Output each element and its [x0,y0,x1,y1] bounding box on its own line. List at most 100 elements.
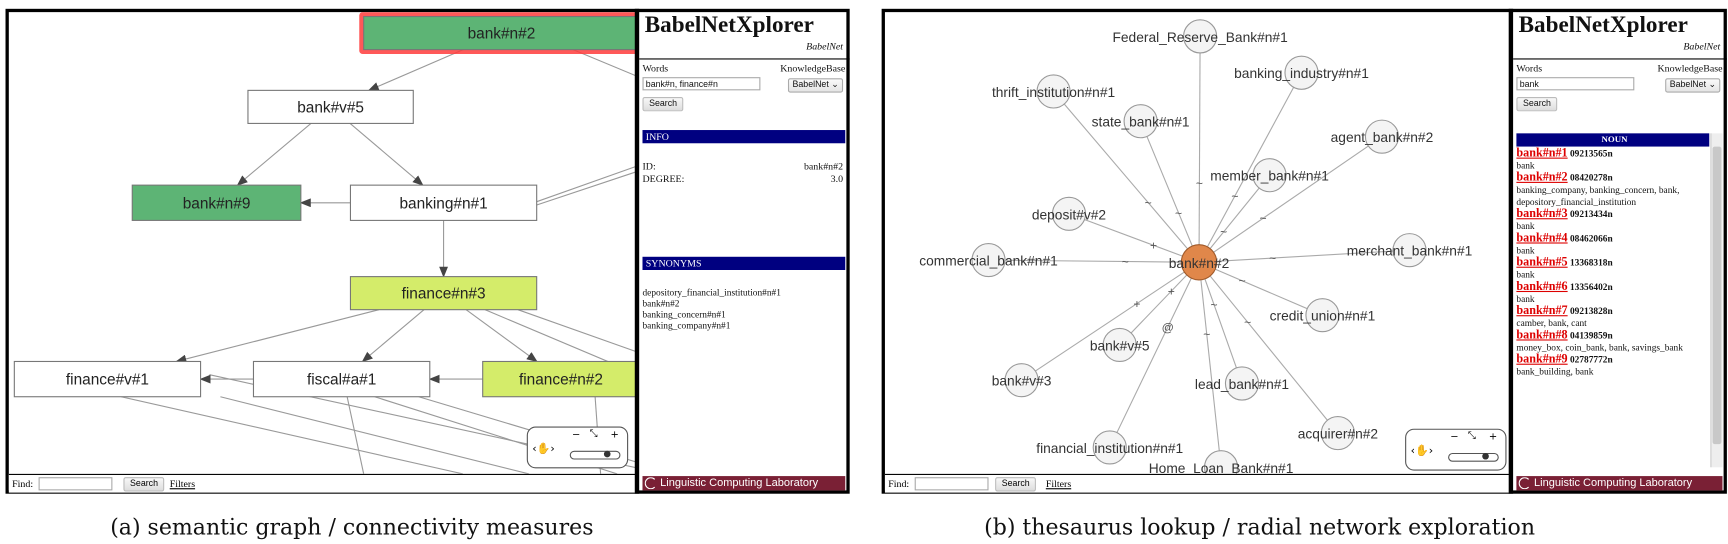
find-bar: Find: Search Filters [884,473,1511,493]
lab-footer[interactable]: Linguistic Computing Laboratory [642,476,846,491]
fit-icon[interactable]: ⤡ [589,428,598,440]
sense-lemmas: money_box, coin_bank, bank, savings_bank [1516,341,1683,353]
zoom-slider[interactable] [1448,452,1499,462]
sense-link[interactable]: bank#n#4 [1516,231,1568,245]
words-input[interactable]: bank [1516,77,1635,91]
graph-node[interactable]: banking#n#1 [349,184,538,221]
filters-link[interactable]: Filters [1045,478,1072,490]
graph-node[interactable]: acquirer#n#2 [1298,416,1378,451]
graph-node[interactable]: agent_bank#n#2 [1331,119,1434,154]
graph-node[interactable]: merchant_bank#n#1 [1347,233,1473,268]
node-circle [1004,363,1039,398]
node-circle [1224,366,1260,401]
graph-edge [1109,262,1200,448]
search-button[interactable]: Search [1516,96,1558,112]
search-button[interactable]: Search [642,96,684,112]
graph-node[interactable]: financial_institution#n#1 [1036,430,1183,465]
graph-edge [1198,249,1410,263]
sense-link[interactable]: bank#n#2 [1516,170,1568,185]
graph-node[interactable]: Federal_Reserve_Bank#n#1 [1112,19,1288,54]
sense-link[interactable]: bank#n#6 [1516,279,1568,294]
sense-link[interactable]: bank#n#3 [1516,207,1568,221]
pan-hand-icon[interactable]: ‹✋› [532,443,555,456]
node-label: banking#n#1 [399,195,487,212]
knowledgebase-label: KnowledgeBase [1657,62,1723,74]
node-label: credit_union#n#1 [1270,309,1376,324]
graph-node[interactable]: thrift_institution#n#1 [992,74,1115,109]
graph-node[interactable]: lead_bank#n#1 [1195,366,1289,401]
caption-a: (a) semantic graph / connectivity measur… [110,513,594,540]
node-circle [1102,327,1137,363]
zoom-in-button[interactable]: + [1488,431,1498,444]
sense-link[interactable]: bank#n#5 [1516,255,1568,269]
sense-link[interactable]: bank#n#1 [1516,146,1568,160]
words-input[interactable]: bank#n, finance#n [642,77,761,91]
graph-edge [1198,72,1302,263]
node-box [252,360,431,398]
graph-navigation-widget[interactable]: ‹✋› − ⤡ + [526,426,629,469]
zoom-out-button[interactable]: − [1450,431,1459,444]
find-label: Find: [888,478,910,490]
node-circle [1320,416,1355,451]
edge-relation-label: ~ [1203,327,1210,341]
pan-hand-icon[interactable]: ‹✋› [1410,445,1434,458]
graph-node[interactable]: credit_union#n#1 [1270,298,1376,333]
scrollbar[interactable] [1710,133,1723,468]
sense-offset: 09213828n [1569,305,1613,317]
zoom-slider-handle[interactable] [1482,452,1489,460]
zoom-out-button[interactable]: − [571,429,581,441]
radial-graph-canvas[interactable]: ~~~~~~+~~~++~~@~Federal_Reserve_Bank#n#1… [885,12,1511,474]
node-label: finance#n#3 [402,286,486,303]
synonym-item: banking_concern#n#1 [642,308,726,320]
graph-node[interactable]: Home_Loan_Bank#n#1 [1149,450,1294,474]
sense-offset: 09213434n [1569,208,1613,220]
graph-node[interactable]: finance#v#1 [13,360,202,398]
graph-node[interactable]: deposit#v#2 [1032,196,1106,231]
knowledgebase-select[interactable]: BabelNet ⌄ [788,78,844,93]
knowledgebase-select[interactable]: BabelNet ⌄ [1665,78,1721,93]
graph-edge [220,396,530,474]
graph-node[interactable]: bank#v#5 [247,89,414,124]
synonyms-list: depository_financial_institution#n#1 ban… [642,287,780,331]
node-label: Federal_Reserve_Bank#n#1 [1112,30,1287,45]
zoom-in-button[interactable]: + [610,429,619,441]
sense-link[interactable]: bank#n#7 [1516,304,1568,318]
edge-relation-label: ~ [1175,206,1182,220]
degree-label: DEGREE: [642,173,685,185]
sense-link[interactable]: bank#n#9 [1516,352,1568,366]
semantic-graph-canvas[interactable]: bank#n#2 bank#v#5 bank#n#9 banking#n#1 finan… [9,12,637,474]
node-circle [1051,196,1087,231]
graph-node[interactable]: bank#n#2 [359,12,637,54]
node-box [363,15,637,51]
lab-footer[interactable]: Linguistic Computing Laboratory [1516,476,1723,491]
graph-node[interactable]: fiscal#a#1 [252,360,431,398]
graph-node[interactable]: state_bank#n#1 [1092,104,1190,139]
zoom-slider-handle[interactable] [603,450,611,458]
graph-node[interactable]: member_bank#n#1 [1210,158,1329,193]
graph-node[interactable]: bank#n#9 [131,184,302,221]
lab-logo-icon [1518,477,1531,490]
sense-offset: 08420278n [1569,171,1613,183]
babelnet-logo: BabelNet [1683,40,1721,52]
graph-navigation-widget[interactable]: ‹✋› − ⤡ + [1405,428,1507,471]
graph-node[interactable]: bank#v#3 [992,363,1052,398]
find-input[interactable] [914,477,989,491]
zoom-slider[interactable] [569,450,621,460]
graph-node[interactable]: finance#n#2 [482,360,637,398]
find-input[interactable] [38,477,113,491]
node-circle [1305,298,1340,333]
sense-link[interactable]: bank#n#8 [1516,328,1568,342]
graph-node[interactable]: finance#n#3 [349,276,538,311]
graph-node[interactable]: bank#v#5 [1090,327,1150,363]
fit-icon[interactable]: ⤡ [1467,430,1476,442]
find-search-button[interactable]: Search [123,477,165,492]
find-search-button[interactable]: Search [995,477,1037,492]
scrollbar-thumb[interactable] [1712,146,1722,445]
graph-node[interactable]: banking_industry#n#1 [1234,55,1369,90]
chevron-down-icon: ⌄ [1708,79,1716,90]
center-node[interactable]: bank#n#2 [1169,244,1229,281]
graph-node[interactable]: commercial_bank#n#1 [919,242,1058,278]
filters-link[interactable]: Filters [169,478,196,490]
